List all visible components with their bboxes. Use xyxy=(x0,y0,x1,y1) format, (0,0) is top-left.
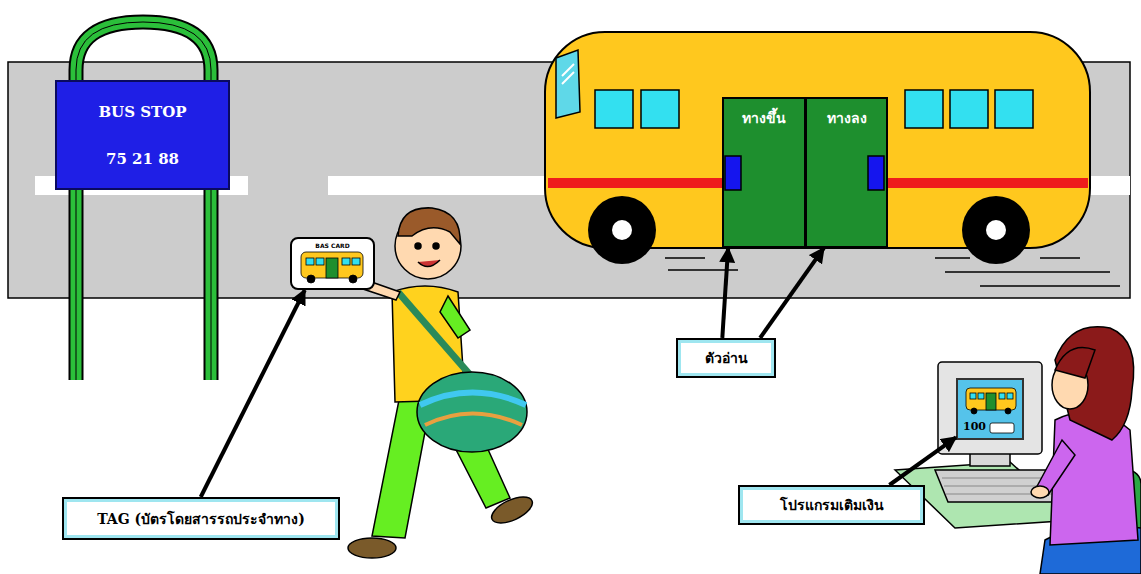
woman-illustration xyxy=(1031,327,1141,574)
bus-stop-sign: BUS STOP 75 21 88 xyxy=(55,80,230,190)
node-label: 75 21 88 xyxy=(106,150,179,168)
node-label: ทางขึ้น xyxy=(742,107,786,129)
card-bus-icon xyxy=(301,252,363,283)
monitor-screen: 100 xyxy=(956,378,1024,440)
arrow-connector xyxy=(722,248,728,338)
node-label: ตัวอ่าน xyxy=(705,347,748,369)
arrow-connector xyxy=(889,437,956,485)
node-label: BAS CARD xyxy=(315,242,349,249)
callout-box: TAG (บัตรโดยสารรถประจำทาง) xyxy=(62,497,340,540)
boy-illustration xyxy=(348,208,536,558)
bus-card: BAS CARD xyxy=(290,237,375,290)
node-label: ทางลง xyxy=(827,107,867,129)
bus-stop-pole xyxy=(76,22,211,380)
screen-bus-icon xyxy=(966,388,1016,433)
exit-door: ทางลง xyxy=(805,97,888,248)
card-readers xyxy=(725,156,884,190)
node-label: 100 xyxy=(963,420,986,433)
node-label: BUS STOP xyxy=(98,103,186,121)
arrow-connector xyxy=(201,290,305,497)
arrow-connector xyxy=(760,248,824,338)
bus-illustration xyxy=(545,32,1120,286)
callout-box: โปรแกรมเติมเงิน xyxy=(738,485,925,525)
node-label: โปรแกรมเติมเงิน xyxy=(780,494,884,516)
entry-door: ทางขึ้น xyxy=(722,97,806,248)
connector-layer xyxy=(201,248,956,497)
node-label: TAG (บัตรโดยสารรถประจำทาง) xyxy=(97,508,305,530)
callout-box: ตัวอ่าน xyxy=(676,338,776,378)
